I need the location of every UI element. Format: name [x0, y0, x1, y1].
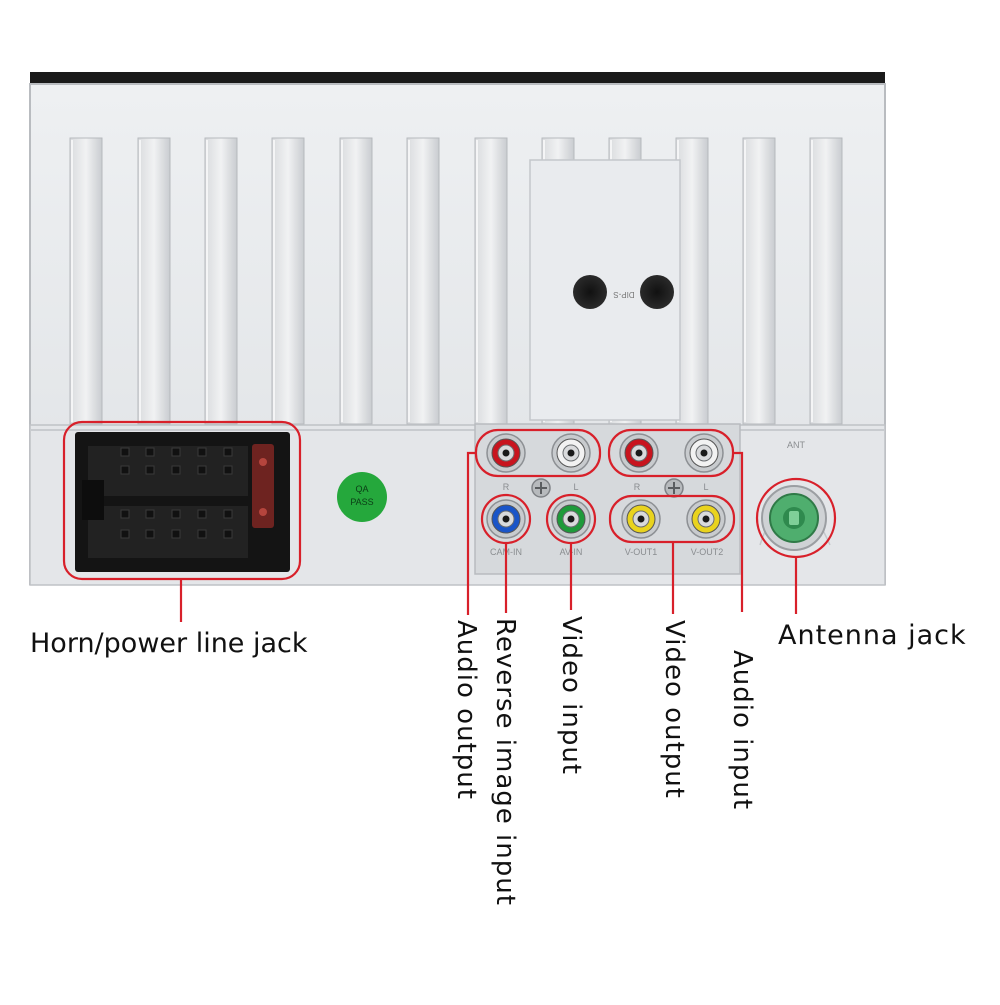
r-text-2: R [634, 482, 641, 492]
v-out2-text: V-OUT2 [691, 547, 724, 557]
dip-hole-left [573, 275, 607, 309]
video-output-label: Video output [659, 620, 689, 799]
video-input-label: Video input [556, 616, 586, 775]
dip-hole-right [640, 275, 674, 309]
antenna-jack-label: Antenna jack [778, 620, 967, 651]
rca-av-in [551, 499, 591, 539]
fin-3 [204, 137, 238, 425]
rca-jacks [486, 433, 726, 539]
audio-input-label: Audio input [727, 650, 757, 811]
antenna-socket [759, 485, 831, 551]
qa-pass-sticker [337, 472, 387, 522]
connector-latch [252, 444, 274, 528]
rca-v-out2 [686, 499, 726, 539]
fin-7 [474, 137, 508, 425]
dip-label: DIP-S [613, 290, 634, 299]
rca-cam-in [486, 499, 526, 539]
ant-text: ANT [787, 440, 806, 450]
fin-5 [339, 137, 373, 425]
qa-text-2: PASS [350, 497, 373, 507]
reverse-image-input-label: Reverse image input [490, 618, 520, 906]
fin-4 [271, 137, 305, 425]
fin-1 [69, 137, 103, 425]
rca-audio-in-r [619, 433, 659, 473]
rca-audio-out-r [486, 433, 526, 473]
rca-audio-out-l [551, 433, 591, 473]
fin-12 [809, 137, 843, 425]
panel-screws [531, 478, 684, 498]
rca-v-out1 [621, 499, 661, 539]
audio-input-leader [733, 451, 744, 612]
r-text-1: R [503, 482, 510, 492]
rca-audio-in-l [684, 433, 724, 473]
chassis-top-edge [30, 72, 885, 86]
horn-power-label: Horn/power line jack [30, 628, 308, 659]
audio-output-label: Audio output [451, 620, 481, 800]
audio-output-leader [466, 451, 476, 615]
fin-11 [742, 137, 776, 425]
qa-text-1: QA [355, 484, 368, 494]
fin-2 [137, 137, 171, 425]
l-text-2: L [703, 482, 708, 492]
iso-connector [75, 432, 290, 572]
v-out1-text: V-OUT1 [625, 547, 658, 557]
rca-highlights [466, 428, 744, 615]
fin-6 [406, 137, 440, 425]
fin-10 [675, 137, 709, 425]
l-text-1: L [573, 482, 578, 492]
